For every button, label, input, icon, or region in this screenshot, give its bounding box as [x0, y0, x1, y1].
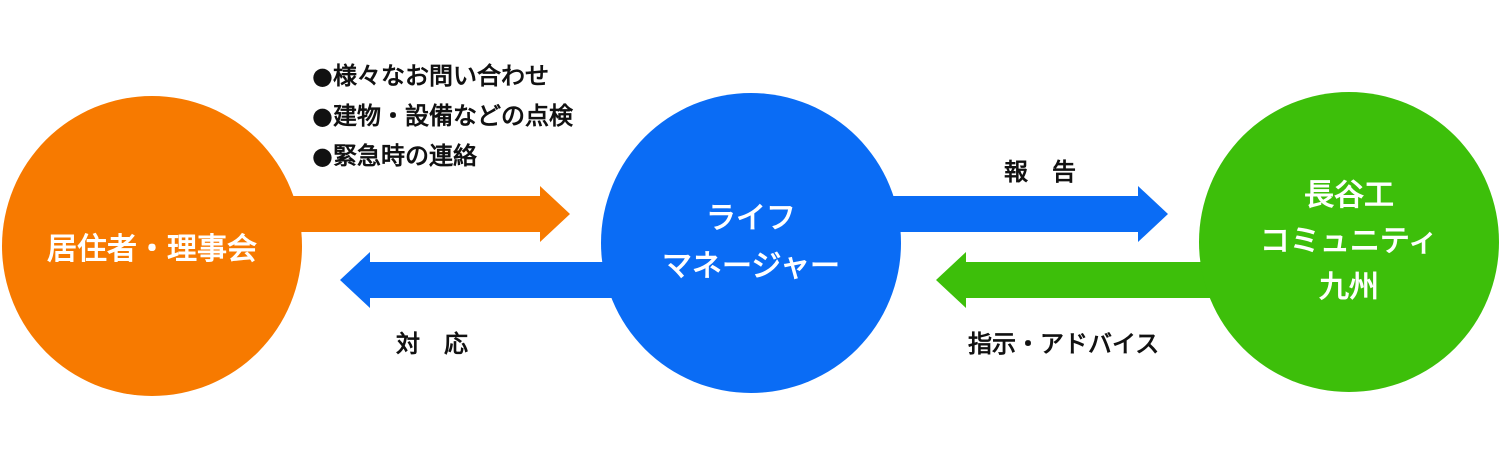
edge-label-response: 対 応: [396, 324, 468, 359]
life-manager-line2: マネージャー: [662, 249, 840, 284]
hasetech-line2: コミュニティ: [1259, 224, 1439, 259]
node-hasetech: [1199, 92, 1499, 392]
arrow-manager-to-residents: [340, 252, 640, 308]
node-life-manager-label: ライフ マネージャー: [601, 93, 901, 393]
arrow-residents-to-manager: [230, 186, 570, 242]
node-residents: [2, 96, 302, 396]
request-item: ●様々なお問い合わせ: [312, 62, 549, 90]
life-manager-line1: ライフ: [706, 201, 796, 236]
arrow-hasetech-to-manager: [936, 252, 1240, 308]
request-item: ●建物・設備などの点検: [312, 102, 573, 130]
hasetech-line1: 長谷工: [1304, 178, 1394, 213]
edge-label-report: 報 告: [1004, 152, 1076, 187]
request-list: ●様々なお問い合わせ ●建物・設備などの点検 ●緊急時の連絡: [312, 56, 573, 176]
residents-text: 居住者・理事会: [47, 232, 257, 267]
arrow-manager-to-hasetech: [860, 186, 1168, 242]
response-text: 対 応: [396, 330, 468, 358]
node-hasetech-label: 長谷工 コミュニティ 九州: [1199, 92, 1499, 392]
instruction-text: 指示・アドバイス: [968, 330, 1160, 358]
node-residents-label: 居住者・理事会: [2, 96, 302, 396]
request-item: ●緊急時の連絡: [312, 142, 477, 170]
edge-label-instruction: 指示・アドバイス: [968, 324, 1159, 359]
node-life-manager: [601, 93, 901, 393]
report-text: 報 告: [1004, 158, 1076, 186]
hasetech-line3: 九州: [1319, 270, 1379, 305]
